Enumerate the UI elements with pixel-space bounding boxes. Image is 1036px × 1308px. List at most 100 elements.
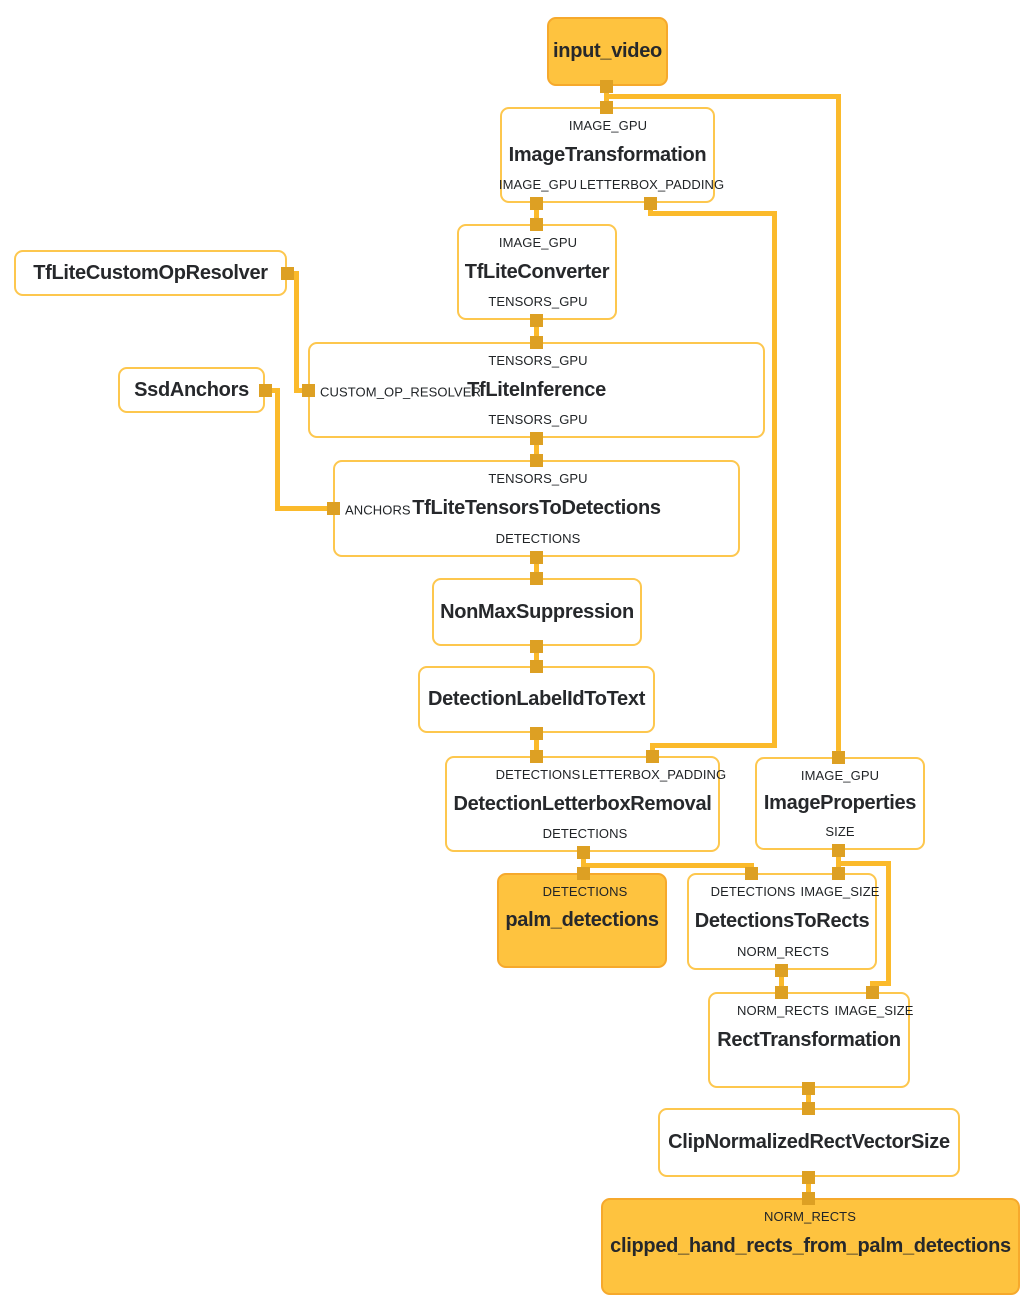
port-square [529,726,543,740]
edge-segment [293,270,299,393]
edge-segment [885,860,891,986]
port-square [645,749,659,763]
port-square [529,550,543,564]
port-label: TENSORS_GPU [488,294,588,309]
node-non-max-suppression[interactable]: NonMaxSuppression [432,578,642,646]
node-clipped-hand-rects-from-palm-detections[interactable]: clipped_hand_rects_from_palm_detections N… [601,1198,1020,1295]
port-square [801,1101,815,1115]
port-square [831,866,845,880]
node-detections-to-rects[interactable]: DetectionsToRects DETECTIONS IMAGE_SIZE NOR… [687,873,880,970]
edge-segment [274,505,336,511]
node-title: ClipNormalizedRectVectorSize [668,1131,950,1153]
port-square [576,866,590,880]
port-label: IMAGE_GPU [568,118,648,133]
edge-segment [533,554,539,581]
port-label: IMAGE_SIZE [800,884,880,899]
node-title: TfLiteTensorsToDetections [412,497,661,519]
port-square [529,313,543,327]
port-label: CUSTOM_OP_RESOLVER [320,384,481,400]
edge-segment [771,210,777,748]
node-tflite-custom-op-resolver[interactable]: TfLiteCustomOpResolver [14,250,287,296]
port-label: DETECTIONS [542,826,628,841]
node-title: DetectionLetterboxRemoval [453,792,712,815]
port-label: DETECTIONS [495,767,581,782]
port-label: DETECTIONS [710,884,796,899]
port-label: ANCHORS [345,502,411,518]
port-square [529,335,543,349]
node-title: RectTransformation [717,1028,901,1051]
port-label: IMAGE_SIZE [834,1003,914,1018]
edge-segment [533,317,539,345]
port-label: DETECTIONS [542,884,628,899]
edge-segment [649,742,777,748]
port-square [774,963,788,977]
edge-segment [580,862,754,868]
port-square [529,453,543,467]
port-square [326,501,340,515]
node-tflite-tensors-to-detections[interactable]: TfLiteTensorsToDetections TENSORS_GPU DETE… [333,460,740,557]
port-square [301,383,315,397]
port-square [576,845,590,859]
edge-segment [805,1174,811,1201]
port-label: TENSORS_GPU [488,353,588,368]
node-title: SsdAnchors [134,378,249,401]
edge-segment [603,93,841,99]
node-title: input_video [553,40,662,62]
node-title: NonMaxSuppression [440,600,634,623]
node-ssd-anchors[interactable]: SsdAnchors [118,367,265,413]
edge-segment [533,643,539,669]
edge-segment [778,967,784,995]
node-title: TfLiteInference [467,378,606,401]
node-clip-normalized-rect-vector-size[interactable]: ClipNormalizedRectVectorSize [658,1108,960,1177]
port-label: TENSORS_GPU [488,471,588,486]
edge-segment [805,1085,811,1111]
port-label: LETTERBOX_PADDING [581,767,727,782]
port-label: TENSORS_GPU [488,412,588,427]
port-square [744,866,758,880]
port-square [774,985,788,999]
edge-segment [533,730,539,759]
port-square [831,750,845,764]
port-label: LETTERBOX_PADDING [579,177,725,192]
port-label: NORM_RECTS [736,944,830,959]
node-detection-label-id-to-text[interactable]: DetectionLabelIdToText [418,666,655,733]
node-title: TfLiteConverter [464,260,610,283]
port-label: DETECTIONS [495,531,581,546]
node-title: DetectionLabelIdToText [427,688,646,710]
node-title: ImageTransformation [508,143,707,166]
edge-segment [869,980,891,986]
port-square [529,431,543,445]
port-square [831,843,845,857]
node-title: clipped_hand_rects_from_palm_detections [610,1235,1011,1257]
edge-segment [835,860,891,866]
port-label: IMAGE_GPU [498,177,578,192]
port-square [599,100,613,114]
port-square [801,1191,815,1205]
port-label: SIZE [825,824,855,839]
port-label: IMAGE_GPU [498,235,578,250]
port-square [258,383,272,397]
port-square [801,1170,815,1184]
port-square [529,659,543,673]
node-title: DetectionsToRects [694,910,870,932]
port-square [529,571,543,585]
port-square [529,217,543,231]
edge-segment [533,435,539,463]
port-square [599,79,613,93]
port-square [865,985,879,999]
node-tflite-converter[interactable]: TfLiteConverter IMAGE_GPU TENSORS_GPU [457,224,617,320]
port-square [529,639,543,653]
node-title: TfLiteCustomOpResolver [33,261,268,284]
port-label: NORM_RECTS [763,1209,857,1224]
node-title: ImageProperties [763,792,917,814]
edge-segment [647,210,777,216]
port-square [643,196,657,210]
node-input-video[interactable]: input_video [547,17,668,86]
